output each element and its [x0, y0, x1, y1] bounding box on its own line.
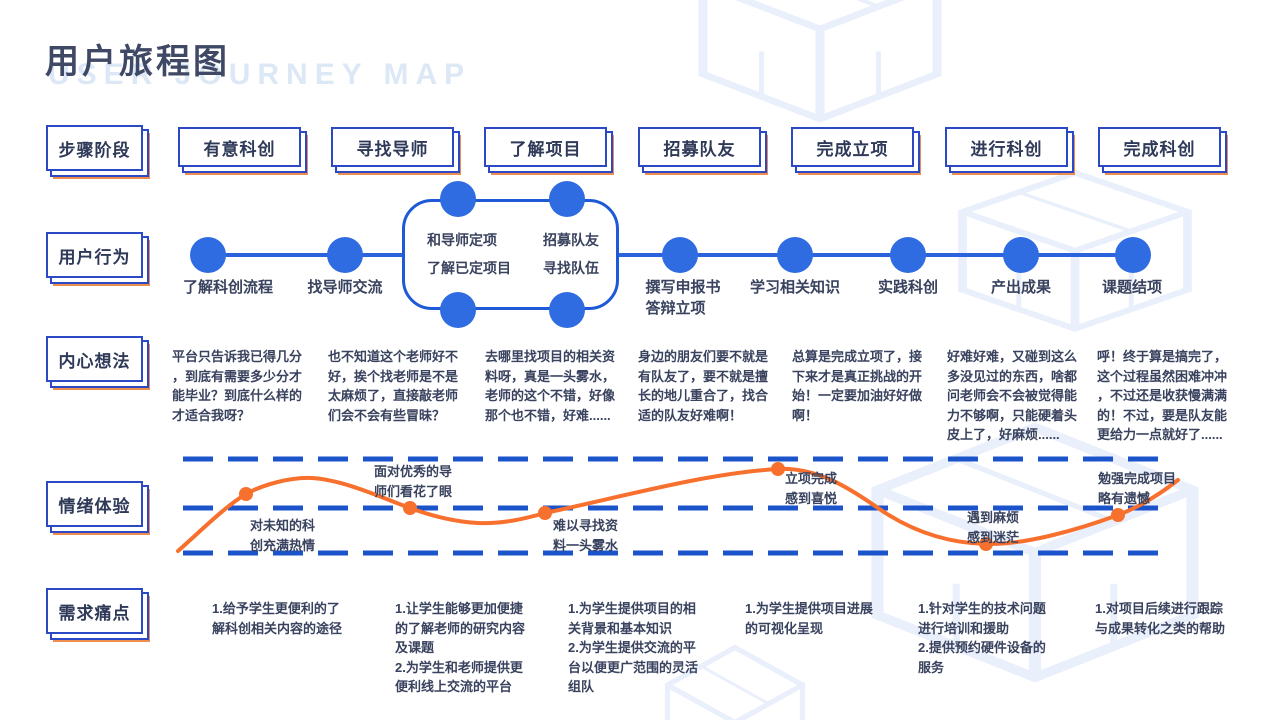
thought-text: 好难好难，又碰到这么 多没见过的东西，啥都 问老师会不会被觉得能 力不够啊，只能… [947, 349, 1078, 442]
thought-text: 总算是完成立项了，接 下来才是真正挑战的开 始！一定要加油好好做 啊！ [792, 349, 923, 423]
pain-point-column: 1.给予学生更便利的了 解科创相关内容的途径 [212, 599, 342, 638]
behavior-node-label: 学习相关知识 [749, 279, 841, 296]
pain-point-item: 2.为学生提供交流的平 台以便更广范围的灵活 组队 [568, 640, 699, 694]
pain-point-item: 1.为学生提供项目的相 关背景和基本知识 [568, 601, 696, 636]
pain-point-column: 1.对项目后续进行跟踪 与成果转化之类的帮助 [1095, 599, 1225, 638]
emotion-note: 面对优秀的导 师们看花了眼 [374, 464, 453, 500]
pain-point-item: 2.为学生和老师提供更 便利线上交流的平台 [395, 659, 523, 695]
behavior-node-circle [1115, 237, 1151, 273]
pain-point-column: 1.为学生提供项目进展 的可视化呈现 [745, 599, 873, 638]
behavior-node-label: 撰写申报书 答辩立项 [645, 279, 721, 317]
row-label-stages: 步骤阶段 [46, 125, 143, 171]
behavior-node-circle [890, 237, 926, 273]
thought-text: 也不知道这个老师好不 好，挨个找老师是不是 太麻烦了，直接敲老师 们会不会有些冒… [328, 349, 459, 423]
stage-box: 了解项目 [484, 127, 607, 167]
stage-box: 完成科创 [1098, 127, 1221, 167]
behavior-node-circle [777, 237, 813, 273]
branch-item: 了解已定项目 [427, 260, 511, 276]
stage-box: 有意科创 [178, 127, 301, 167]
behavior-node-label: 了解科创流程 [182, 279, 274, 296]
behavior-node-circle [549, 181, 585, 217]
branch-item: 招募队友 [543, 232, 599, 248]
pain-point-item: 2.提供预约硬件设备的 服务 [918, 640, 1046, 675]
pain-point-item: 1.针对学生的技术问题 进行培训和援助 [918, 601, 1046, 636]
pain-point-column: 1.针对学生的技术问题 进行培训和援助 2.提供预约硬件设备的 服务 [918, 599, 1046, 677]
emotion-note: 立项完成 感到喜悦 [785, 471, 838, 507]
stage-box: 寻找导师 [331, 127, 454, 167]
row-label-thoughts: 内心想法 [46, 336, 143, 382]
behavior-node-circle [549, 292, 585, 328]
thought-text: 去哪里找项目的相关资 料呀，真是一头雾水， 老师的这个不错，好像 那个也不错，好… [485, 349, 616, 423]
behavior-node-label: 产出成果 [990, 279, 1052, 296]
behavior-node-circle [662, 237, 698, 273]
branch-item: 寻找队伍 [543, 260, 599, 276]
branch-item: 和导师定项 [427, 232, 497, 248]
row-label-emotion: 情绪体验 [46, 481, 143, 527]
pain-point-item: 1.让学生能够更加便捷 的了解老师的研究内容 及课题 [395, 601, 526, 655]
behavior-node-label: 找导师交流 [307, 279, 383, 296]
behavior-node-circle [440, 181, 476, 217]
row-label-behavior: 用户行为 [46, 232, 143, 278]
behavior-node-circle [190, 237, 226, 273]
emotion-note: 勉强完成项目 略有遗憾 [1098, 471, 1177, 507]
stage-box: 进行科创 [945, 127, 1068, 167]
pain-point-column: 1.让学生能够更加便捷 的了解老师的研究内容 及课题 2.为学生和老师提供更 便… [395, 599, 525, 697]
thought-text: 身边的朋友们要不就是 有队友了，要不就是擅 长的地儿重合了，找合 适的队友好难啊… [638, 349, 769, 423]
title-watermark: USER JOURNEY MAP [48, 58, 472, 91]
stage-box: 招募队友 [638, 127, 761, 167]
emotion-note: 难以寻找资 料一头雾水 [553, 518, 619, 554]
thought-text: 呼！终于算是搞完了， 这个过程虽然困难冲冲 ，不过还是收获慢满满 的！不过，要是… [1097, 349, 1228, 442]
behavior-node-circle [440, 292, 476, 328]
row-label-painpoints: 需求痛点 [46, 588, 143, 634]
behavior-node-label: 实践科创 [877, 279, 939, 296]
thought-text: 平台只告诉我已得几分 ，到底有需要多少分才 能毕业？到底什么样的 才适合我呀？ [172, 349, 303, 423]
behavior-node-label: 课题结项 [1101, 279, 1163, 296]
emotion-line [176, 466, 1180, 553]
pain-point-item: 1.为学生提供项目进展 的可视化呈现 [745, 601, 873, 636]
pain-point-column: 1.为学生提供项目的相 关背景和基本知识 2.为学生提供交流的平 台以便更广范围… [568, 599, 698, 697]
page-title: 用户旅程图 [45, 43, 230, 81]
emotion-note: 对未知的科 创充满热情 [250, 518, 316, 554]
pain-point-item: 1.给予学生更便利的了 解科创相关内容的途径 [212, 601, 343, 636]
behavior-node-circle [327, 237, 363, 273]
stage-box: 完成立项 [791, 127, 914, 167]
emotion-note: 遇到麻烦 感到迷茫 [967, 510, 1020, 546]
behavior-branch-box [402, 199, 619, 310]
behavior-node-circle [1003, 237, 1039, 273]
pain-point-item: 1.对项目后续进行跟踪 与成果转化之类的帮助 [1095, 601, 1226, 636]
